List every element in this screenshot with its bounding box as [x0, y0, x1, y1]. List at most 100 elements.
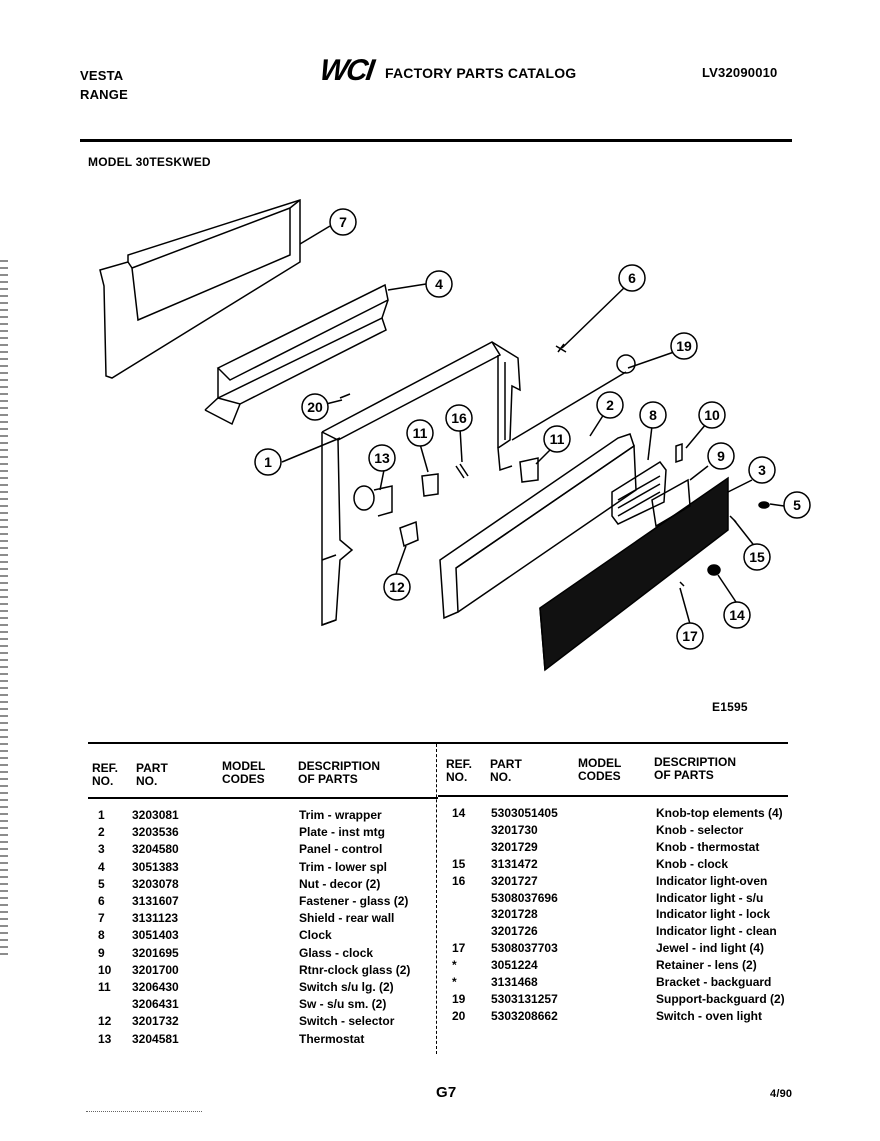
table-cell-desc: Fastener - glass (2)	[299, 894, 409, 908]
callout-11a	[406, 419, 434, 447]
exploded-parts-diagram: 1 2 3 4 5 6 7 8 9 10 11 11 12 13 14 15 1…	[99, 198, 811, 672]
part-indicator-light	[455, 463, 469, 479]
table-cell-ref: 7	[98, 911, 105, 926]
scan-edge-noise	[0, 260, 8, 960]
table-cell-desc: Sw - s/u sm. (2)	[299, 997, 387, 1012]
table-cell-part: 3201729	[491, 839, 538, 854]
callout-label: 16	[451, 410, 467, 426]
table-cell-desc: Plate - inst mtg	[299, 825, 386, 840]
table-cell-part: 3131607	[132, 894, 179, 908]
table-cell-desc: Indicator light - clean	[656, 924, 777, 939]
callout-label: 8	[649, 407, 657, 423]
table-cell-ref: 4	[98, 859, 105, 874]
table-cell-part: 3051383	[132, 859, 179, 874]
table-cell-desc: Indicator light - s/u	[656, 890, 764, 905]
table-cell-part: 3201700	[132, 962, 179, 977]
table-cell-desc: Trim - wrapper	[299, 808, 382, 822]
callout-14	[723, 601, 751, 629]
page-number: G7	[436, 1084, 457, 1101]
table-cell-part: 3051224	[491, 958, 538, 973]
callout-label: 14	[729, 607, 745, 623]
table-divider	[436, 744, 437, 1054]
print-mark	[86, 1107, 202, 1112]
table-cell-ref: *	[452, 958, 457, 973]
table-cell-part: 5308037703	[491, 941, 558, 956]
table-header-rule-right	[438, 795, 788, 797]
table-cell-part: 3201726	[491, 924, 538, 939]
part-clock-glass	[651, 478, 691, 528]
part-thermostat	[353, 485, 393, 517]
table-cell-desc: Jewel - ind light (4)	[656, 941, 765, 956]
table-cell-ref: 20	[452, 1008, 466, 1023]
table-cell-part: 3206430	[132, 980, 179, 994]
callout-20	[301, 393, 329, 421]
table-cell-ref: 17	[452, 941, 466, 956]
drawing-code: E1595	[712, 700, 748, 714]
print-date: 4/90	[770, 1088, 793, 1100]
part-lower-trim	[204, 283, 389, 426]
part-decor-nut	[758, 501, 770, 509]
callout-label: 13	[374, 450, 390, 466]
table-top-rule	[88, 742, 788, 744]
table-cell-ref: 1	[98, 808, 105, 822]
callout-label: 15	[749, 549, 765, 565]
callout-label: 3	[758, 462, 766, 478]
table-cell-part: 3201727	[491, 873, 538, 888]
table-cell-part: 5303051405	[491, 806, 558, 820]
brand-line1: VESTA	[80, 68, 124, 83]
header-rule	[80, 139, 792, 142]
col-header-ref-right: REF.NO.	[446, 757, 473, 784]
table-cell-ref: *	[452, 975, 457, 989]
callout-label: 11	[550, 431, 565, 447]
table-cell-desc: Knob - selector	[656, 822, 744, 837]
table-cell-desc: Clock	[299, 928, 332, 943]
table-cell-ref: 12	[98, 1014, 112, 1029]
callout-13	[368, 444, 396, 472]
callout-2	[596, 391, 624, 419]
table-cell-part: 3201730	[491, 822, 538, 837]
callout-label: 7	[339, 214, 347, 230]
callout-9	[707, 442, 735, 470]
callout-12	[383, 573, 411, 601]
table-cell-part: 5303131257	[491, 991, 558, 1006]
col-header-ref: REF.NO.	[92, 761, 119, 788]
callout-label: 11	[413, 425, 428, 441]
table-cell-part: 3203078	[132, 876, 179, 891]
table-cell-part: 5303208662	[491, 1008, 558, 1023]
catalog-title: FACTORY PARTS CATALOG	[385, 65, 577, 81]
callout-10	[698, 401, 726, 429]
table-cell-ref: 10	[98, 962, 112, 977]
part-switch-small	[519, 457, 539, 483]
table-header-rule-left	[88, 797, 438, 799]
callout-label: 9	[717, 448, 725, 464]
table-cell-ref: 11	[98, 980, 111, 994]
part-fastener	[555, 343, 567, 353]
callout-label: 4	[435, 276, 443, 292]
callout-5	[783, 491, 811, 519]
table-cell-desc: Shield - rear wall	[299, 911, 395, 926]
callout-6	[618, 264, 646, 292]
table-cell-ref: 13	[98, 1031, 112, 1046]
table-cell-part: 3204580	[132, 842, 179, 857]
table-cell-desc: Thermostat	[299, 1031, 365, 1046]
table-cell-desc: Indicator light-oven	[656, 873, 768, 888]
table-cell-part: 3131472	[491, 856, 538, 871]
callout-label: 5	[793, 497, 801, 513]
table-cell-desc: Knob-top elements (4)	[656, 806, 783, 820]
table-cell-desc: Bracket - backguard	[656, 975, 772, 989]
table-cell-desc: Knob - clock	[656, 856, 729, 871]
table-cell-desc: Support-backguard (2)	[656, 991, 785, 1006]
table-cell-part: 3203536	[132, 825, 179, 840]
table-cell-ref: 9	[98, 945, 105, 960]
callout-19	[670, 332, 698, 360]
table-cell-desc: Nut - decor (2)	[299, 876, 381, 891]
table-cell-part: 3204581	[132, 1031, 179, 1046]
table-cell-ref: 2	[98, 825, 105, 840]
table-cell-desc: Indicator light - lock	[656, 907, 771, 922]
callout-label: 12	[389, 579, 405, 595]
callout-label: 17	[682, 628, 698, 644]
